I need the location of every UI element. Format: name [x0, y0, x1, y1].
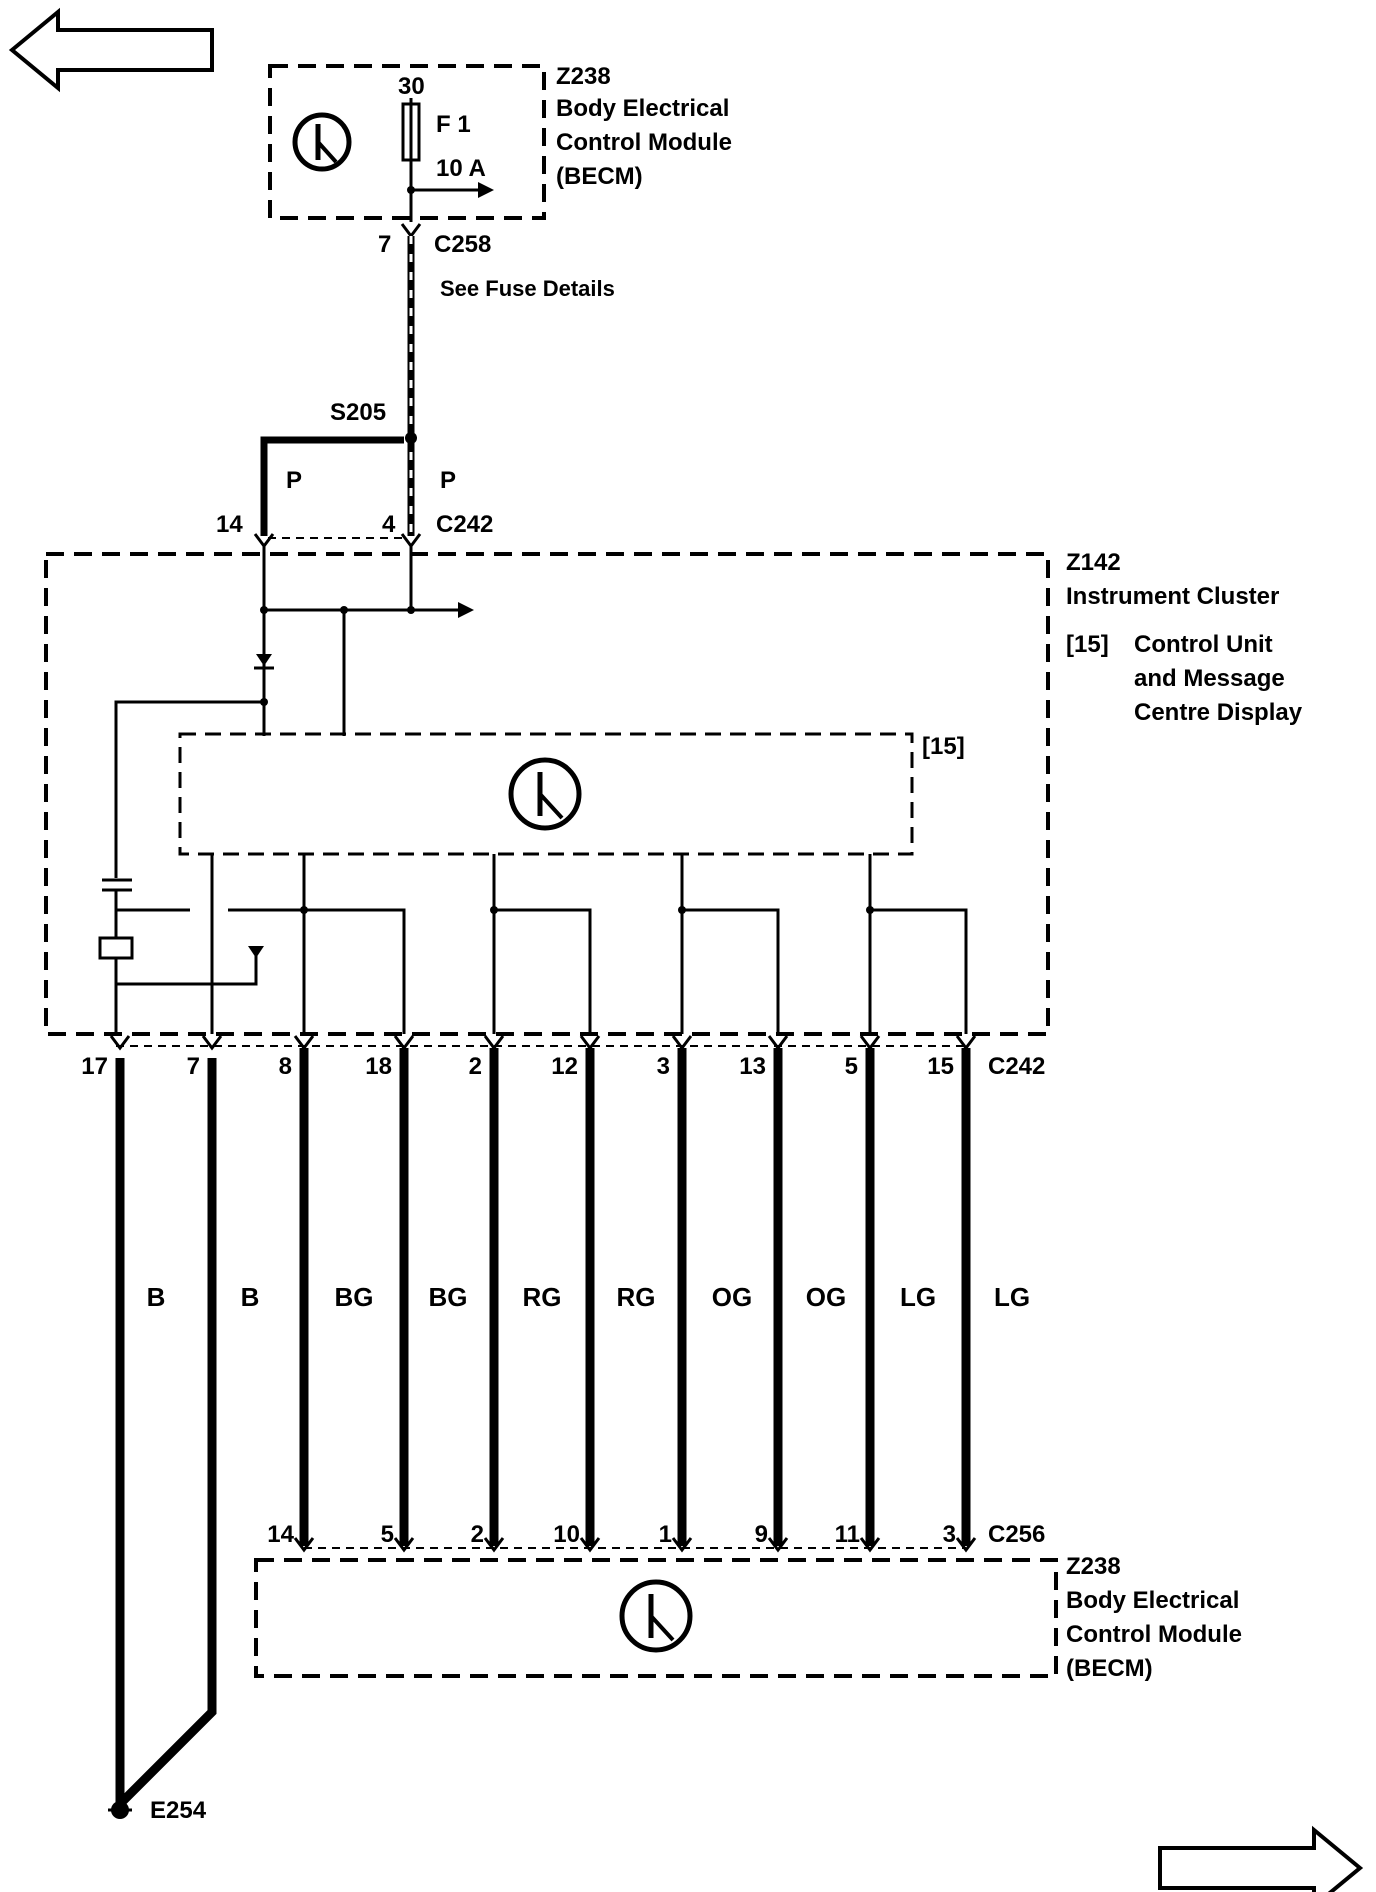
c256-pin-label: 2: [471, 1521, 484, 1548]
cluster-id: Z142: [1066, 549, 1121, 576]
arrow-right-icon[interactable]: [1158, 1825, 1364, 1892]
fuse-details-note: See Fuse Details: [440, 276, 615, 301]
wire-color-label: B: [147, 1282, 166, 1312]
splice-s205: [405, 432, 417, 444]
wire-color-label: BG: [335, 1282, 374, 1312]
wire-color-p-left: P: [286, 467, 302, 494]
connector-pin-arrow: [201, 1035, 223, 1051]
ground-wire-b2: [116, 1058, 217, 1808]
transistor-icon: [508, 757, 582, 831]
fuse-pin: 30: [398, 73, 425, 100]
ground-id: E254: [150, 1797, 207, 1824]
wire-color-label: LG: [994, 1282, 1030, 1312]
capacitor-icon: [102, 878, 132, 938]
becm-bottom-name-2: Control Module: [1066, 1621, 1242, 1648]
c242-pin-label: 15: [927, 1053, 954, 1080]
cluster-item-line-2: and Message: [1134, 665, 1285, 692]
c258-label: C258: [434, 231, 491, 258]
connector-pin-arrow: [393, 1537, 415, 1553]
connector-pin-arrow: [767, 1537, 789, 1553]
c242-pin-label: 3: [657, 1053, 670, 1080]
c242-pin-label: 13: [739, 1053, 766, 1080]
splice-id: S205: [330, 399, 386, 426]
becm-top-module: 30 F 1 10 A: [268, 64, 546, 222]
c256-label: C256: [988, 1521, 1045, 1548]
c256-pin-label: 3: [943, 1521, 956, 1548]
wire-color-label: B: [241, 1282, 260, 1312]
c242-pin-label: 7: [187, 1053, 200, 1080]
transistor-icon: [619, 1579, 693, 1653]
arrow-left-icon[interactable]: [8, 7, 214, 93]
connector-pin-arrow: [671, 1035, 693, 1051]
c242-top-label: C242: [436, 511, 493, 538]
transistor-icon: [292, 112, 352, 172]
becm-top-name-2: Control Module: [556, 129, 732, 156]
c256-pin-label: 14: [267, 1521, 294, 1548]
cluster-item-line-3: Centre Display: [1134, 699, 1303, 726]
wire-color-label: OG: [712, 1282, 752, 1312]
becm-bottom-name-3: (BECM): [1066, 1655, 1153, 1682]
connector-pin-arrow: [293, 1537, 315, 1553]
connector-pin-arrow: [483, 1537, 505, 1553]
cluster-item-line-1: Control Unit: [1134, 631, 1273, 658]
c256-pin-label: 11: [835, 1521, 860, 1548]
diode-icon: [254, 610, 274, 736]
control-unit-ref: [15]: [922, 733, 965, 760]
c242-pin-label: 2: [469, 1053, 482, 1080]
fuse-icon: [401, 98, 494, 222]
wire-color-labels: B B BG BG RG RG OG OG LG LG: [147, 1282, 1030, 1312]
becm-top-id: Z238: [556, 63, 611, 90]
connector-pin-arrow: [859, 1537, 881, 1553]
c242-bottom-label: C242: [988, 1053, 1045, 1080]
becm-top-name-1: Body Electrical: [556, 95, 729, 122]
ground-icon: [108, 1801, 132, 1819]
connector-pin-arrow: [767, 1035, 789, 1051]
c242-top-pin-4: 4: [382, 511, 396, 538]
connector-pin-arrow: [293, 1035, 315, 1051]
c242-pin-label: 8: [279, 1053, 292, 1080]
wire-color-label: RG: [617, 1282, 656, 1312]
cluster-item-ref: [15]: [1066, 631, 1109, 658]
splice-branch-wire: [260, 436, 404, 536]
c242-pin-label: 17: [81, 1053, 108, 1080]
connector-pin-arrow: [955, 1537, 977, 1553]
c242-top-pin-14: 14: [216, 511, 243, 538]
connector-pin-arrow: [579, 1537, 601, 1553]
connector-c258: [400, 223, 422, 239]
c256-pin-label: 9: [755, 1521, 768, 1548]
wire-color-p-right: P: [440, 467, 456, 494]
connector-pin-arrow: [109, 1035, 131, 1051]
c242-pin-label: 5: [845, 1053, 858, 1080]
c256-pin-label: 1: [659, 1521, 672, 1548]
c258-pin: 7: [378, 231, 391, 258]
fuse-name: F 1: [436, 111, 471, 138]
harness-wires: [299, 1048, 971, 1546]
instrument-cluster: [44, 546, 1050, 1036]
wire-color-label: LG: [900, 1282, 936, 1312]
c256-pin-label: 5: [381, 1521, 394, 1548]
relay-coil-icon: [98, 908, 404, 1034]
c256-pin-label: 10: [553, 1521, 580, 1548]
becm-bottom-module: [254, 1558, 1058, 1678]
becm-bottom-name-1: Body Electrical: [1066, 1587, 1239, 1614]
wire-color-label: RG: [523, 1282, 562, 1312]
cluster-name: Instrument Cluster: [1066, 583, 1279, 610]
wire-color-label: OG: [806, 1282, 846, 1312]
becm-top-name-3: (BECM): [556, 163, 643, 190]
c242-pin-label: 12: [551, 1053, 578, 1080]
fuse-rating: 10 A: [436, 155, 486, 182]
becm-bottom-id: Z238: [1066, 1553, 1121, 1580]
c242-pin-label: 18: [365, 1053, 392, 1080]
wire-color-label: BG: [429, 1282, 468, 1312]
connector-pin-arrow: [671, 1537, 693, 1553]
